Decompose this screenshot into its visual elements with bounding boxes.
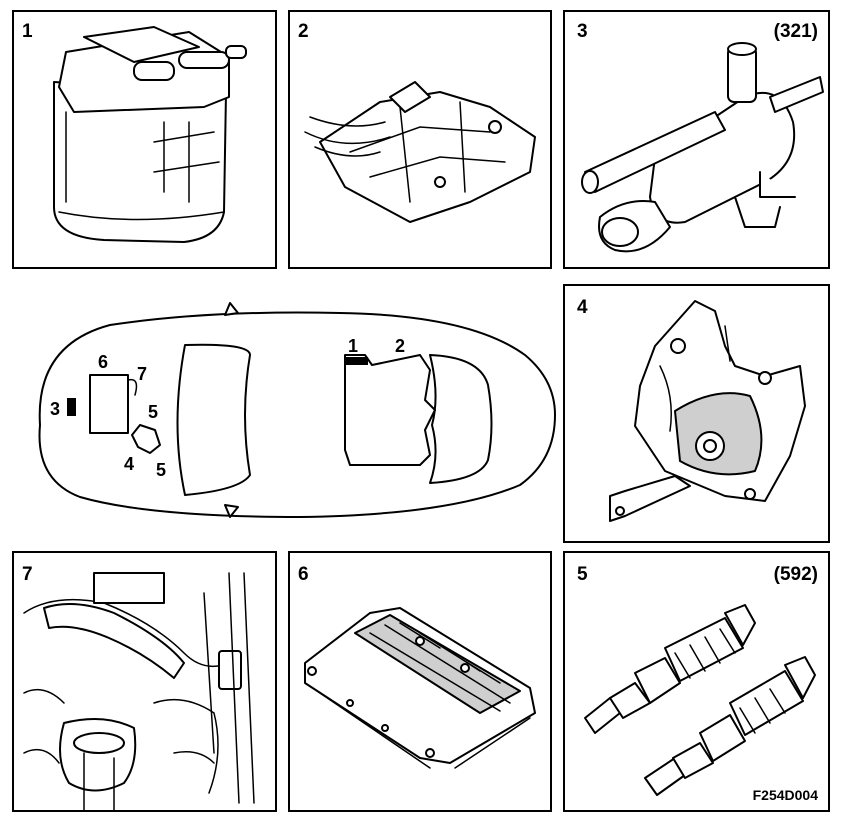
panel-1-evap-canister: 1 (12, 10, 277, 269)
heat-shield-illustration (609, 300, 806, 522)
car-overview-diagram: 1 2 3 4 5 5 6 7 (0, 285, 560, 525)
evap-canister-illustration (53, 26, 247, 243)
panel-5-oxygen-sensors: 5 (592) F254D004 (563, 551, 830, 812)
car-marker-3 (67, 398, 76, 416)
panel-number-5: 5 (577, 564, 588, 585)
car-label-7: 7 (137, 364, 148, 384)
oxygen-sensor-lower (644, 656, 816, 796)
panel-number-6: 6 (298, 564, 309, 585)
car-label-3: 3 (50, 399, 61, 419)
panel-7-engine-bay: 7 (12, 551, 277, 812)
panel-number-4: 4 (577, 297, 588, 318)
wiring-bracket-illustration (304, 81, 536, 223)
panel-4-heat-shield: 4 (563, 284, 830, 543)
car-label-6: 6 (98, 352, 109, 372)
reference-number-592: (592) (773, 564, 818, 585)
panel-2-wiring-bracket: 2 (288, 10, 552, 269)
car-outline (38, 302, 556, 518)
car-label-5-lower: 5 (156, 460, 167, 480)
oxygen-sensors-illustration (584, 604, 816, 796)
car-marker-1 (346, 357, 368, 365)
car-label-4: 4 (124, 454, 135, 474)
panel-6-valve-cover: 6 (288, 551, 552, 812)
car-label-1: 1 (348, 336, 359, 356)
reference-number-321: (321) (773, 21, 818, 42)
purge-valve-illustration (581, 42, 824, 253)
panel-number-1: 1 (22, 21, 33, 42)
car-label-5-upper: 5 (148, 402, 159, 422)
car-label-2: 2 (395, 336, 406, 356)
panel-3-purge-valve: 3 (321) (563, 10, 830, 269)
figure-code: F254D004 (752, 787, 818, 803)
panel-number-7: 7 (22, 564, 33, 585)
valve-cover-illustration (304, 607, 536, 769)
panel-number-3: 3 (577, 21, 588, 42)
oxygen-sensor-upper (584, 604, 756, 734)
panel-number-2: 2 (298, 21, 309, 42)
engine-bay-illustration (23, 572, 255, 810)
